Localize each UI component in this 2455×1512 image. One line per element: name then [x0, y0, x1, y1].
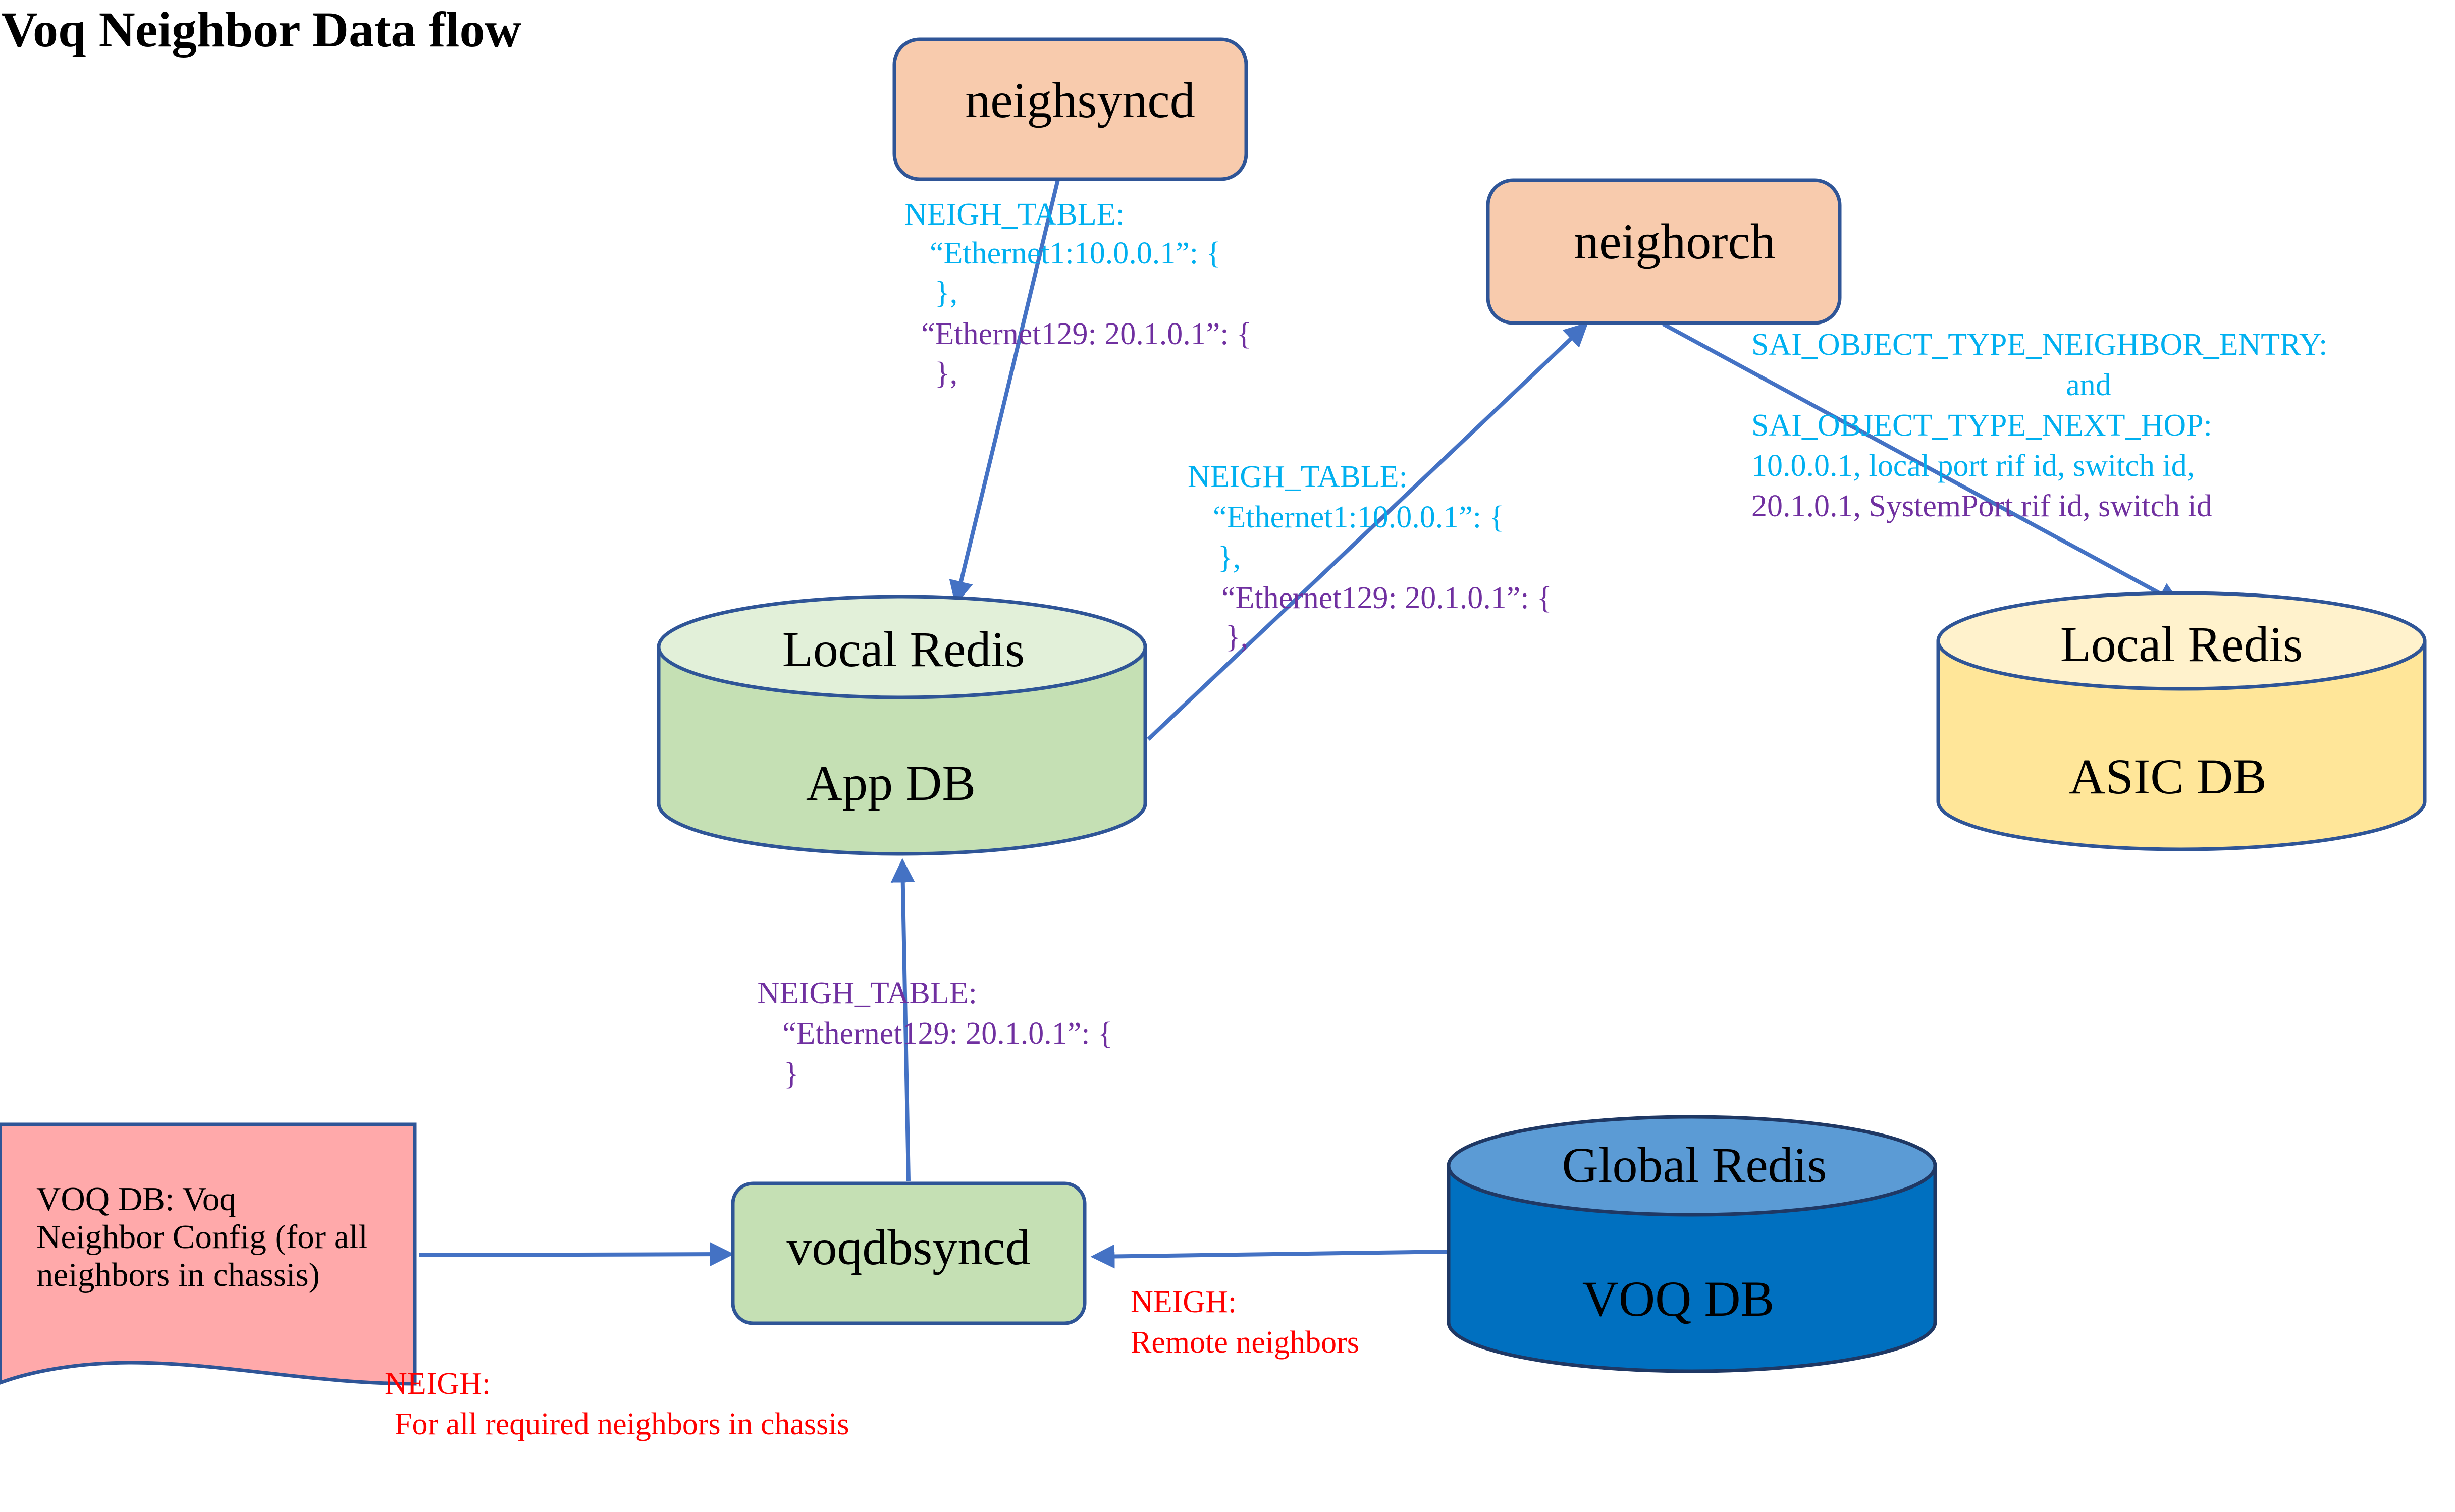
voq-db-cylinder: Global Redis VOQ DB — [1447, 1115, 1937, 1373]
asic-db-cylinder: Local Redis ASIC DB — [1936, 591, 2427, 851]
app-db-body-label: App DB — [806, 755, 976, 811]
app-db-top-label: Local Redis — [782, 621, 1025, 677]
note-line: NEIGH_TABLE: — [1188, 460, 1408, 494]
app-db-cylinder: Local Redis App DB — [657, 595, 1147, 856]
note-line: Remote neighbors — [1131, 1325, 1359, 1360]
note-line: “Ethernet129: 20.1.0.1”: { — [782, 1016, 1113, 1051]
config-doc-line-3: neighbors in chassis) — [36, 1256, 320, 1293]
note-voqdbsyncd-to-appdb: NEIGH_TABLE: “Ethernet129: 20.1.0.1”: { … — [757, 976, 1113, 1091]
note-line: For all required neighbors in chassis — [395, 1407, 849, 1441]
note-line: }, — [1225, 620, 1248, 654]
voqdbsyncd-label: voqdbsyncd — [786, 1219, 1030, 1275]
note-voqdb-to-voqdbsyncd: NEIGH: Remote neighbors — [1131, 1285, 1359, 1360]
note-line: 20.1.0.1, SystemPort rif id, switch id — [1751, 489, 2212, 523]
note-line: }, — [935, 276, 957, 310]
note-line: }, — [935, 356, 957, 391]
note-config-to-voqdbsyncd: NEIGH: For all required neighbors in cha… — [385, 1367, 849, 1441]
arrow-config-to-voqdbsyncd — [418, 1242, 734, 1267]
note-line: NEIGH_TABLE: — [757, 976, 977, 1010]
neighsyncd-label: neighsyncd — [965, 72, 1195, 128]
note-neighorch-to-asicdb: SAI_OBJECT_TYPE_NEIGHBOR_ENTRY: and SAI_… — [1751, 328, 2327, 523]
neighsyncd-node: neighsyncd — [892, 37, 1248, 181]
voqdbsyncd-node: voqdbsyncd — [731, 1181, 1087, 1325]
note-line: SAI_OBJECT_TYPE_NEIGHBOR_ENTRY: — [1751, 328, 2327, 362]
note-line: NEIGH: — [385, 1367, 491, 1401]
note-line: and — [2066, 368, 2111, 402]
note-line: “Ethernet1:10.0.0.1”: { — [930, 236, 1221, 271]
note-appdb-to-neighorch: NEIGH_TABLE: “Ethernet1:10.0.0.1”: { }, … — [1188, 460, 1552, 654]
note-line: }, — [1218, 541, 1241, 575]
voq-db-top-label: Global Redis — [1562, 1137, 1827, 1193]
neighorch-node: neighorch — [1486, 178, 1842, 325]
config-doc-line-2: Neighbor Config (for all — [36, 1218, 368, 1256]
arrow-voqdb-to-voqdbsyncd — [1090, 1244, 1449, 1269]
config-doc-line-1: VOQ DB: Voq — [36, 1180, 236, 1218]
voq-neighbor-config-document: VOQ DB: Voq Neighbor Config (for all nei… — [0, 1122, 417, 1386]
arrow-neighsyncd-to-appdb — [949, 179, 1060, 606]
arrow-appdb-to-neighorch — [1147, 322, 1588, 741]
diagram-title: Voq Neighbor Data flow — [1, 2, 521, 58]
note-line: NEIGH_TABLE: — [904, 197, 1125, 232]
note-line: } — [784, 1057, 799, 1091]
note-line: 10.0.0.1, local port rif id, switch id, — [1751, 449, 2195, 483]
neighorch-label: neighorch — [1574, 213, 1776, 269]
asic-db-top-label: Local Redis — [2060, 616, 2303, 672]
voq-db-body-label: VOQ DB — [1582, 1271, 1775, 1327]
note-line: “Ethernet129: 20.1.0.1”: { — [1221, 581, 1552, 615]
asic-db-body-label: ASIC DB — [2069, 748, 2267, 804]
arrow-neighorch-to-asicdb — [1662, 322, 2182, 606]
note-line: “Ethernet1:10.0.0.1”: { — [1213, 500, 1504, 534]
note-neighsyncd-to-appdb: NEIGH_TABLE: “Ethernet1:10.0.0.1”: { }, … — [904, 197, 1252, 391]
note-line: SAI_OBJECT_TYPE_NEXT_HOP: — [1751, 408, 2212, 443]
arrow-voqdbsyncd-to-appdb — [890, 858, 915, 1181]
note-line: “Ethernet129: 20.1.0.1”: { — [921, 317, 1252, 351]
note-line: NEIGH: — [1131, 1285, 1237, 1319]
